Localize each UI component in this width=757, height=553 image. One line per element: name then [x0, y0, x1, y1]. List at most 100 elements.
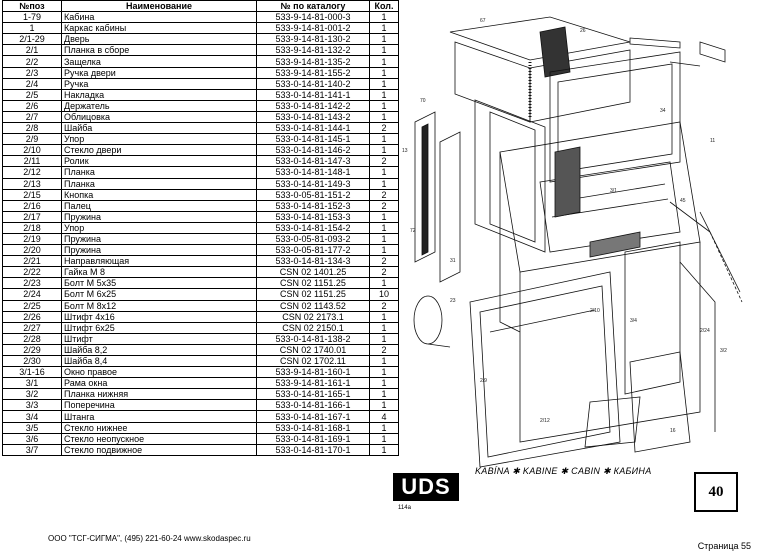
cell-num: 2/11 — [2, 155, 62, 168]
cell-name: Болт М 5x35 — [61, 277, 257, 290]
parts-table: №поз Наименование № по каталогу Кол. 1-7… — [2, 0, 399, 456]
cell-num: 2/6 — [2, 99, 62, 112]
cell-num: 2/12 — [2, 166, 62, 179]
cell-num: 2/29 — [2, 343, 62, 357]
roof-panel — [449, 16, 631, 61]
cell-catalog: CSN 02 1702.11 — [256, 354, 370, 368]
cell-num: 2/18 — [2, 221, 62, 234]
svg-text:2/24: 2/24 — [700, 328, 710, 334]
uds-logo: UDS — [393, 473, 459, 501]
cell-num: 2/19 — [2, 232, 62, 246]
cell-catalog: 533-0-14-81-145-1 — [256, 133, 370, 146]
cell-name: Ролик — [61, 155, 257, 168]
diagram-title: KABÍNA ✱ KABINE ✱ CABIN ✱ КАБИНА — [475, 466, 652, 476]
cell-catalog: 533-0-14-81-143-2 — [256, 110, 370, 124]
svg-text:3/2: 3/2 — [720, 348, 727, 354]
cell-num: 2/2 — [2, 55, 62, 68]
footer-company: ООО "ТСГ-СИГМА", (495) 221-60-24 www.sko… — [48, 534, 251, 543]
cell-num: 3/3 — [2, 399, 62, 412]
cell-name: Ручка — [61, 77, 257, 90]
cell-catalog: 533-0-14-81-152-3 — [256, 199, 370, 212]
cell-catalog: 533-0-14-81-141-1 — [256, 88, 370, 101]
cell-catalog: CSN 02 1151.25 — [256, 277, 370, 290]
cell-name: Штифт — [61, 332, 257, 345]
cell-catalog: CSN 02 2150.1 — [256, 321, 370, 334]
cell-name: Направляющая — [61, 255, 257, 268]
cell-name: Палец — [61, 199, 257, 212]
cell-num: 2/16 — [2, 199, 62, 212]
cell-num: 2/24 — [2, 288, 62, 301]
rear-window — [549, 51, 681, 183]
cell-catalog: 533-9-14-81-132-2 — [256, 44, 370, 57]
cell-num: 2/17 — [2, 210, 62, 223]
cell-catalog: 533-0-05-81-177-2 — [256, 244, 370, 257]
svg-text:13: 13 — [402, 148, 408, 154]
cell-catalog: CSN 02 1143.52 — [256, 299, 370, 312]
header-catalog: № по каталогу — [256, 0, 370, 13]
cell-name: Держатель — [61, 99, 257, 112]
cell-num: 2/8 — [2, 122, 62, 135]
cell-name: Шайба 8,4 — [61, 354, 257, 368]
cell-catalog: CSN 02 1740.01 — [256, 343, 370, 357]
cell-catalog: 533-0-14-81-168-1 — [256, 421, 370, 434]
cell-qty: 1 — [369, 366, 399, 379]
cell-num: 2/13 — [2, 177, 62, 190]
cell-qty: 10 — [369, 288, 399, 301]
cell-num: 2/10 — [2, 144, 62, 157]
cell-catalog: 533-0-05-81-151-2 — [256, 188, 370, 201]
cell-qty: 1 — [369, 354, 399, 368]
cell-catalog: 533-0-14-81-147-3 — [256, 155, 370, 168]
svg-text:26: 26 — [580, 28, 586, 34]
sheet-number: 40 — [694, 472, 738, 512]
cell-catalog: 533-0-14-81-166-1 — [256, 399, 370, 412]
cell-num: 2/1 — [2, 44, 62, 57]
cell-name: Планка в сборе — [61, 44, 257, 57]
cell-name: Стекло нижнее — [61, 421, 257, 434]
cell-num: 2/28 — [2, 332, 62, 345]
svg-text:3/4: 3/4 — [630, 318, 637, 324]
svg-text:11: 11 — [710, 138, 715, 144]
cell-qty: 1 — [369, 110, 399, 124]
cell-num: 3/7 — [2, 443, 62, 456]
cell-catalog: CSN 02 1401.25 — [256, 266, 370, 279]
cell-num: 2/1-29 — [2, 33, 62, 46]
header-name: Наименование — [61, 0, 257, 13]
cell-catalog: 533-9-14-81-001-2 — [256, 22, 370, 35]
cell-qty: 1 — [369, 55, 399, 68]
cell-catalog: 533-0-14-81-169-1 — [256, 432, 370, 445]
cell-name: Планка — [61, 166, 257, 179]
svg-text:2/10: 2/10 — [590, 308, 600, 314]
cell-name: Болт М 8x12 — [61, 299, 257, 312]
cell-catalog: 533-0-14-81-140-2 — [256, 77, 370, 90]
cell-name: Рама окна — [61, 377, 257, 390]
cell-num: 2/21 — [2, 255, 62, 268]
cell-name: Стекло подвижное — [61, 443, 257, 456]
cell-num: 2/15 — [2, 188, 62, 201]
cell-qty: 1 — [369, 443, 399, 456]
cell-name: Шайба 8,2 — [61, 343, 257, 357]
cell-name: Облицовка — [61, 110, 257, 124]
svg-text:23: 23 — [450, 298, 456, 304]
cell-name: Накладка — [61, 88, 257, 101]
